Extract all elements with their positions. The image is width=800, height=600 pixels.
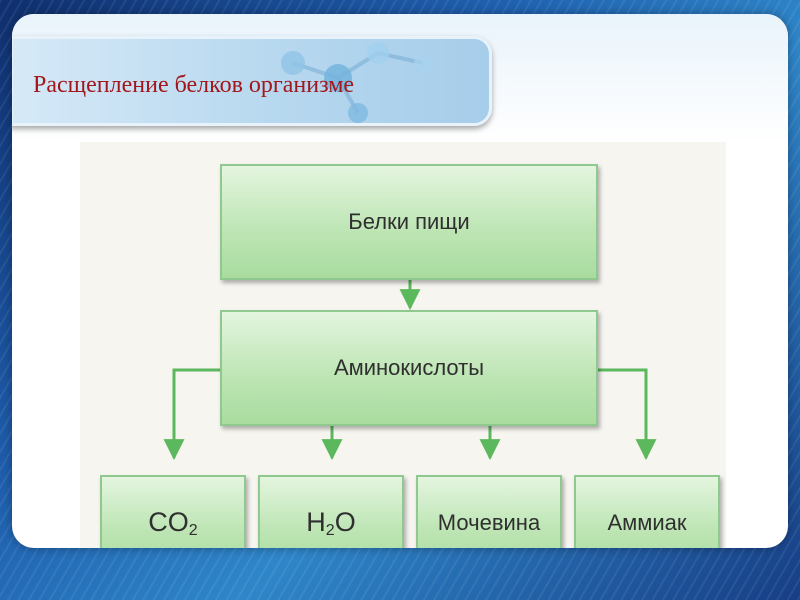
arrow-to-co2 <box>163 368 220 461</box>
slide: Расщепление белков организме Белки пищи … <box>12 14 788 548</box>
node-co2-label: CO2 <box>148 506 198 539</box>
node-ammonia: Аммиак <box>574 475 720 548</box>
node-urea: Мочевина <box>416 475 562 548</box>
node-amino-acids-label: Аминокислоты <box>333 355 485 380</box>
node-h2o-label: H2O <box>306 506 356 539</box>
node-food-proteins-label: Белки пищи <box>348 209 470 234</box>
node-h2o: H2O <box>258 475 404 548</box>
node-ammonia-label: Аммиак <box>607 510 687 535</box>
molecule-icon <box>281 42 432 123</box>
title-bar: Расщепление белков организме <box>12 36 492 126</box>
diagram-panel: Белки пищи Аминокислоты CO2 H2O Мочевина… <box>80 142 726 548</box>
arrow-to-ammonia <box>598 368 657 461</box>
slide-title: Расщепление белков организме <box>33 72 355 98</box>
node-amino-acids: Аминокислоты <box>220 310 598 426</box>
node-urea-label: Мочевина <box>437 510 541 535</box>
node-co2: CO2 <box>100 475 246 548</box>
node-food-proteins: Белки пищи <box>220 164 598 280</box>
